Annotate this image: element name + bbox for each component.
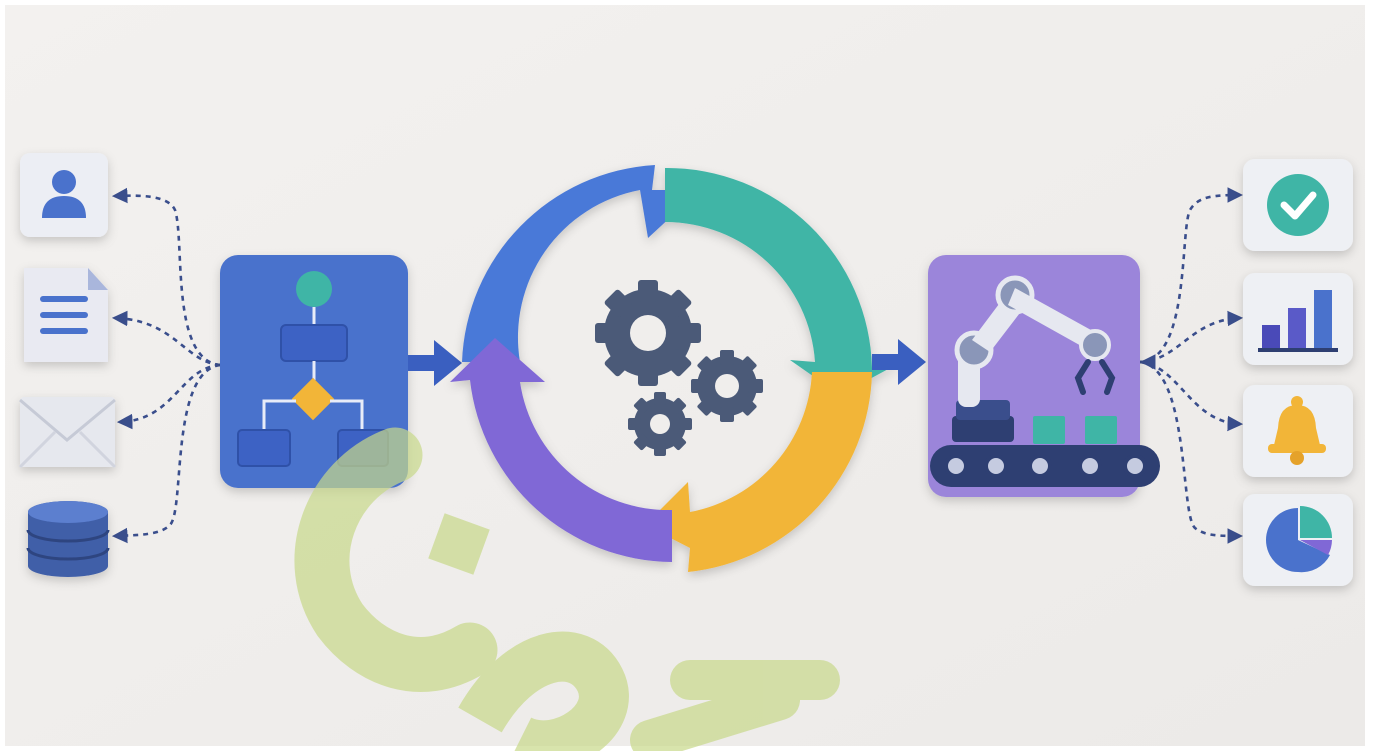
output-connectors — [1139, 187, 1244, 544]
gear-large — [595, 280, 701, 386]
cycle-arrow-purple — [450, 338, 672, 562]
cycle-arrow-teal — [665, 167, 905, 395]
connector-check — [1139, 187, 1244, 364]
output-pie-chart — [1243, 494, 1353, 586]
cycle-arrow-yellow — [645, 372, 872, 572]
connector-database — [111, 363, 221, 544]
output-check — [1243, 159, 1353, 251]
gear-medium — [691, 350, 763, 422]
bell-icon — [1268, 396, 1326, 465]
background-panel — [5, 5, 1365, 746]
connector-document — [111, 310, 221, 367]
input-connectors — [111, 187, 221, 544]
output-bar-chart — [1243, 273, 1353, 365]
document-icon — [24, 268, 108, 362]
output-bell — [1243, 385, 1353, 477]
flow-arrow-to-cycle — [408, 340, 462, 386]
process-cycle — [450, 165, 905, 572]
automation-tile — [928, 255, 1160, 497]
gear-small — [628, 392, 692, 456]
database-icon — [26, 501, 110, 577]
input-user — [20, 153, 108, 237]
bar-chart-icon — [1258, 290, 1338, 352]
mail-icon — [18, 397, 117, 469]
flow-arrow-to-robot — [872, 339, 926, 385]
connector-pie-chart — [1139, 360, 1244, 544]
robot-arm-icon — [930, 275, 1160, 487]
input-database — [26, 501, 110, 577]
connector-user — [111, 187, 221, 367]
cycle-arrow-blue — [462, 165, 700, 362]
gears-icon — [595, 280, 763, 456]
watermark — [294, 427, 840, 751]
input-mail — [18, 397, 117, 469]
check-icon — [1267, 174, 1329, 236]
connector-mail — [116, 363, 221, 430]
pie-chart-icon — [1266, 506, 1332, 573]
input-document — [24, 268, 108, 362]
user-icon — [42, 170, 86, 218]
